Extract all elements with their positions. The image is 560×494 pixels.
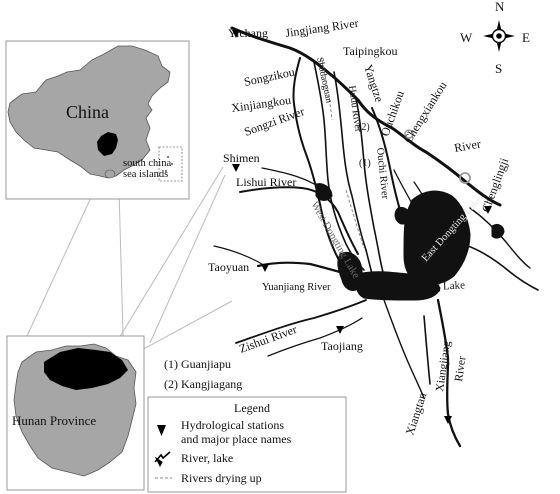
ouchikou-gate-icon [404, 129, 414, 139]
compass-rose [483, 20, 515, 52]
hudu-river [333, 71, 373, 275]
miluo-river [467, 245, 539, 291]
label-south-dongting-lake: Sout Dongting Lake [376, 279, 466, 296]
xiangjiang-river [436, 298, 462, 448]
station-marker-taojiang [336, 326, 344, 334]
label-ouchi-river: Ouchi River [374, 147, 390, 200]
china-outline [7, 45, 171, 179]
compass-s: S [495, 61, 502, 76]
legend-frame [147, 396, 347, 493]
hainan-island [104, 169, 116, 179]
label-xiangjiang: Xiangjiang [434, 340, 453, 393]
hunan-inset: Hunan Province [6, 335, 145, 491]
islands-label-line1: south china [123, 158, 171, 169]
compass-n: N [495, 0, 505, 14]
label-station-1: (1) [359, 158, 371, 169]
compass-w: W [460, 30, 473, 45]
label-yuanjiang-river: Yuanjiang River [262, 282, 331, 293]
station-marker-shimen [232, 164, 240, 172]
station-note-1: (1) Guanjiapu [164, 357, 231, 371]
dongting-region-in-hunan [44, 348, 128, 390]
china-label: China [66, 102, 109, 122]
label-shimen: Shimen [223, 151, 260, 165]
label-yangtze: Yangtze [361, 63, 386, 104]
label-yichang: Yichang [228, 26, 268, 40]
label-river-top-right: River [453, 137, 482, 155]
ouchi-river-west [355, 97, 385, 277]
station-marker-yichang [232, 30, 240, 38]
label-taojiang: Taojiang [321, 339, 363, 353]
legend: Legend Hydrological stations and major p… [147, 396, 347, 493]
lakes [315, 183, 505, 301]
lishui-upper-branch [261, 167, 315, 185]
legend-item1-line2: and major place names [181, 432, 292, 446]
label-taipingkou: Taipingkou [343, 44, 398, 58]
south-china-sea-islands-box [158, 146, 183, 182]
yuanjiang-west-branch [213, 245, 263, 265]
label-lishui-river: Lishui River [236, 175, 296, 189]
small-lake-lishui [315, 183, 333, 201]
small-lake-north [394, 207, 411, 225]
hunan-highlight-in-china [97, 132, 118, 156]
legend-station-icon [157, 425, 166, 436]
east-dongting-lake [403, 190, 471, 286]
small-lake-east [491, 223, 505, 239]
xinqiang-river [469, 207, 531, 269]
label-station-2: (2) [358, 122, 370, 133]
station-marker-chenglingji [484, 206, 492, 214]
songzi-river [292, 57, 341, 263]
south-lake-outflow [383, 299, 425, 399]
legend-item2: River, lake [181, 451, 233, 465]
label-chengxiankou: Chengxiankou [401, 79, 450, 146]
station-marker-xiangtan [444, 416, 452, 424]
station-markers [232, 30, 492, 424]
station-marker-taoyuan [261, 264, 269, 272]
label-taoyuan: Taoyuan [208, 260, 249, 274]
label-xiangjiang-river: River [453, 355, 468, 382]
legend-title: Legend [234, 401, 270, 415]
hunan-label: Hunan Province [12, 413, 96, 428]
west-dongting-lake [337, 251, 363, 291]
islands-label-line2: sea islands [123, 169, 168, 180]
chenglingji-gate-icon [459, 172, 471, 184]
label-songzikou: Songzikou [243, 65, 296, 89]
legend-item1-line1: Hydrological stations [181, 418, 284, 432]
dried-rivers [321, 59, 365, 249]
yangtze-jingjiang-river [230, 26, 502, 207]
label-zishui-river: Zishui River [237, 322, 298, 356]
china-inset: China south china sea islands [5, 40, 190, 200]
legend-river-lake-icon [154, 451, 171, 468]
xiangjiang-side-branch [423, 315, 431, 385]
station-note-2: (2) Kangjiagang [164, 377, 242, 391]
label-jingjiang-river: Jingjiang River [284, 16, 359, 40]
south-dongting-lake [355, 271, 441, 301]
label-xiangtan: Xiangtan [403, 391, 430, 437]
zishui-lower-branch [267, 317, 363, 357]
zishui-river [235, 299, 367, 344]
label-chenglingji: Chenglingji [479, 155, 512, 214]
legend-item3: Rivers drying up [181, 471, 262, 485]
compass-e: E [522, 30, 530, 45]
